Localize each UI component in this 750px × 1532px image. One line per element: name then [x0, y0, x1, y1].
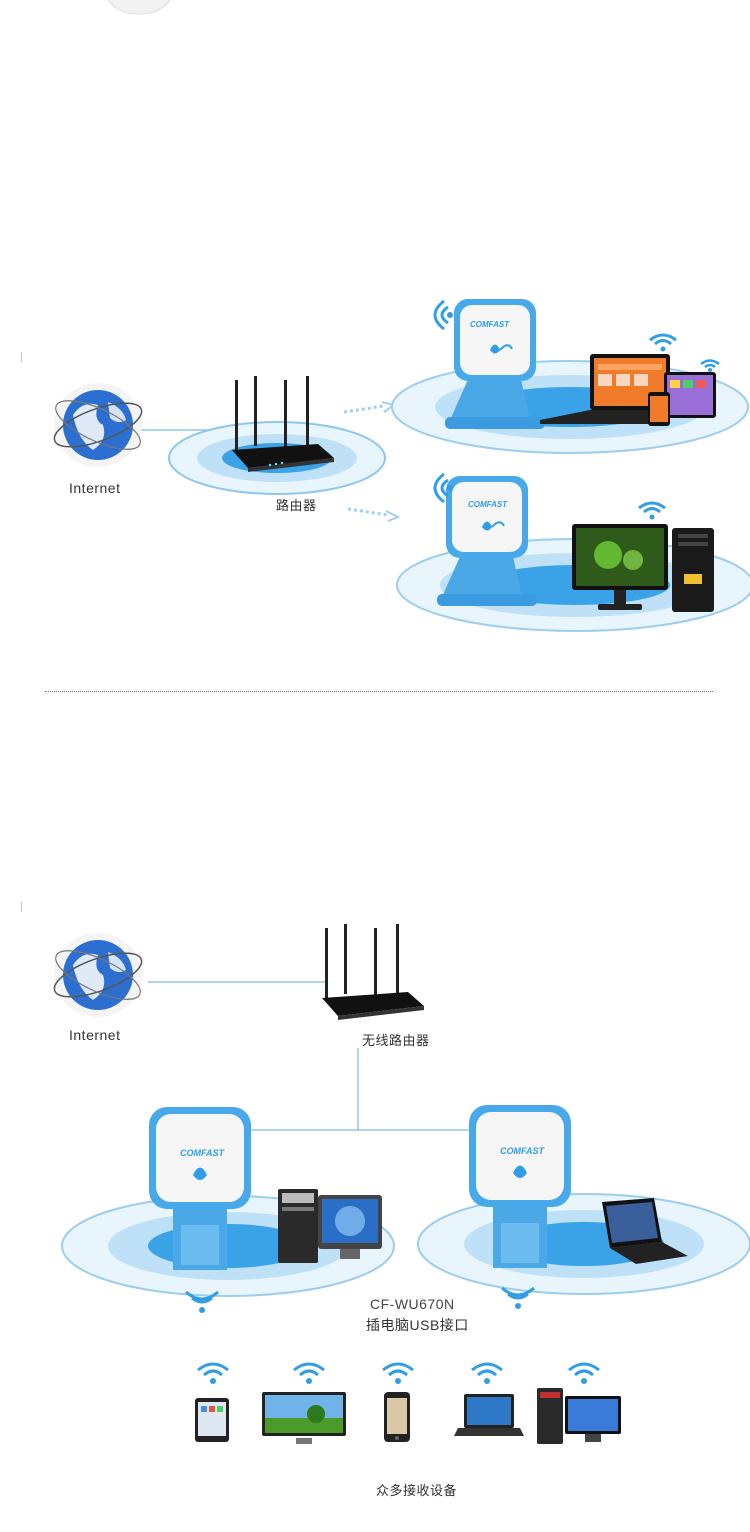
wifi-icon — [197, 1362, 229, 1384]
internet-label: Internet — [69, 480, 121, 496]
globe-icon — [53, 933, 143, 1017]
wifi-adapter-icon — [445, 299, 545, 429]
tablet-icon — [195, 1398, 229, 1442]
phone-icon — [384, 1392, 410, 1442]
adapter-brand-upper: COMFAST — [470, 320, 510, 329]
wifi-adapter-icon — [149, 1107, 251, 1270]
wifi-icon — [185, 1290, 219, 1313]
adapter-brand-lower: COMFAST — [468, 500, 508, 509]
laptop-icon — [454, 1394, 524, 1436]
adapter-model-label: CF-WU670N — [370, 1296, 455, 1312]
router-label: 路由器 — [276, 498, 317, 513]
wireless-router-label: 无线路由器 — [362, 1033, 430, 1048]
wifi-icon — [471, 1362, 503, 1384]
laptop-tablet-phone-icon — [540, 354, 716, 426]
receiving-devices-label: 众多接收设备 — [376, 1483, 458, 1498]
wifi-icon — [649, 333, 677, 352]
wifi-icon — [293, 1362, 325, 1384]
desktop-computer-icon — [537, 1388, 621, 1444]
router-icon — [232, 376, 334, 472]
laptop-icon — [602, 1198, 688, 1264]
adapter-brand-right: COMFAST — [500, 1146, 544, 1156]
wifi-adapter-icon — [469, 1105, 571, 1268]
desktop-computer-icon — [572, 524, 714, 612]
wifi-icon — [433, 472, 453, 504]
wifi-icon — [382, 1362, 414, 1384]
top-image-remnant — [107, 0, 171, 15]
desktop-computer-icon — [278, 1189, 382, 1263]
wifi-icon — [501, 1286, 535, 1309]
internet-label: Internet — [69, 1027, 121, 1043]
adapter-brand-left: COMFAST — [180, 1148, 224, 1158]
adapter-desc-label: 插电脑USB接口 — [366, 1317, 469, 1333]
globe-icon — [53, 383, 143, 467]
wifi-icon — [638, 501, 666, 520]
wifi-icon — [568, 1362, 600, 1384]
wifi-icon — [700, 359, 720, 372]
wifi-adapter-icon — [437, 476, 537, 606]
signal-arrow-lower — [347, 507, 401, 522]
section-divider — [45, 691, 713, 692]
tv-icon — [262, 1392, 346, 1444]
router-icon — [322, 924, 424, 1020]
wifi-icon — [433, 299, 453, 331]
